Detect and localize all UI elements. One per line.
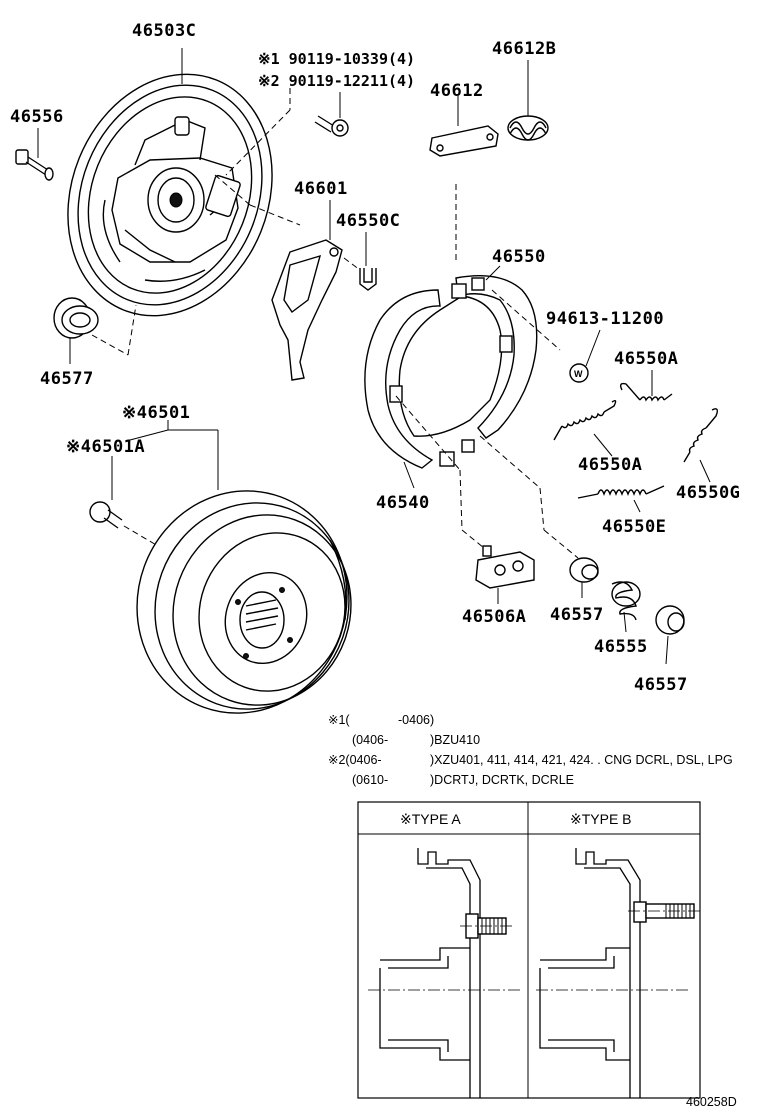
- note-1b-date: (0406-: [352, 733, 388, 747]
- label-46557-2: 46557: [634, 675, 688, 695]
- label-bolt-1: ※1 90119-10339(4): [258, 50, 415, 68]
- note-2b-models: )DCRTJ, DCRTK, DCRLE: [430, 773, 574, 787]
- label-46577: 46577: [40, 369, 94, 389]
- label-46550: 46550: [492, 247, 546, 267]
- label-46550A-1: 46550A: [614, 349, 678, 369]
- label-bolt-2: ※2 90119-12211(4): [258, 72, 415, 90]
- strut-46612-drawing: [429, 125, 499, 157]
- label-46557-1: 46557: [550, 605, 604, 625]
- note-2-models: )XZU401, 411, 414, 421, 424. . CNG DCRL,…: [430, 753, 733, 767]
- brake-shoe-assembly-drawing: [364, 275, 538, 469]
- boot-46557-upper-drawing: [569, 557, 599, 583]
- label-46550C: 46550C: [336, 211, 400, 231]
- plug-46577-drawing: [53, 297, 99, 339]
- bolt-46556-drawing: [15, 149, 54, 181]
- washer-icon: [569, 363, 589, 383]
- washer-mark: W: [574, 369, 583, 379]
- label-46540: 46540: [376, 493, 430, 513]
- wheel-cylinder-46506A-drawing: [475, 545, 535, 589]
- label-46501: ※46501: [122, 403, 190, 423]
- spring-46555-drawing: [611, 581, 641, 621]
- label-46555: 46555: [594, 637, 648, 657]
- clip-46550C-drawing: [359, 268, 377, 291]
- type-comparison-box: [357, 801, 701, 1099]
- spring-46550A-upper-drawing: [619, 382, 673, 402]
- note-1-date: -0406): [398, 713, 434, 727]
- brake-drum-drawing: [136, 490, 352, 714]
- label-46550E: 46550E: [602, 517, 666, 537]
- label-46601: 46601: [294, 179, 348, 199]
- spring-46550E-drawing: [577, 485, 665, 499]
- type-b-heading: ※TYPE B: [570, 811, 632, 827]
- type-b-section-drawing: [536, 848, 700, 1098]
- note-2b-date: (0610-: [352, 773, 388, 787]
- type-a-heading: ※TYPE A: [400, 811, 461, 827]
- note-2-mark: ※2(0406-: [328, 753, 382, 767]
- boot-46557-lower-drawing: [655, 605, 685, 635]
- label-46556: 46556: [10, 107, 64, 127]
- label-46550G: 46550G: [676, 483, 740, 503]
- label-46612: 46612: [430, 81, 484, 101]
- note-1-mark: ※1(: [328, 713, 350, 727]
- type-a-section-drawing: [368, 848, 520, 1098]
- label-94613: 94613-11200: [546, 309, 664, 329]
- label-46501A: ※46501A: [66, 437, 145, 457]
- label-46550A-2: 46550A: [578, 455, 642, 475]
- bolt-90119-drawing: [314, 115, 349, 137]
- label-46506A: 46506A: [462, 607, 526, 627]
- diagram-code: 460258D: [686, 1095, 737, 1109]
- label-46612B: 46612B: [492, 39, 556, 59]
- label-46503C: 46503C: [132, 21, 196, 41]
- note-1b-models: )BZU410: [430, 733, 480, 747]
- spring-46612B-drawing: [507, 115, 549, 141]
- spring-46550G-drawing: [683, 408, 719, 463]
- backing-plate-drawing: [67, 73, 273, 317]
- lever-46601-drawing: [271, 239, 343, 381]
- spring-46550A-lower-drawing: [553, 399, 617, 441]
- screw-46501A-drawing: [89, 501, 123, 529]
